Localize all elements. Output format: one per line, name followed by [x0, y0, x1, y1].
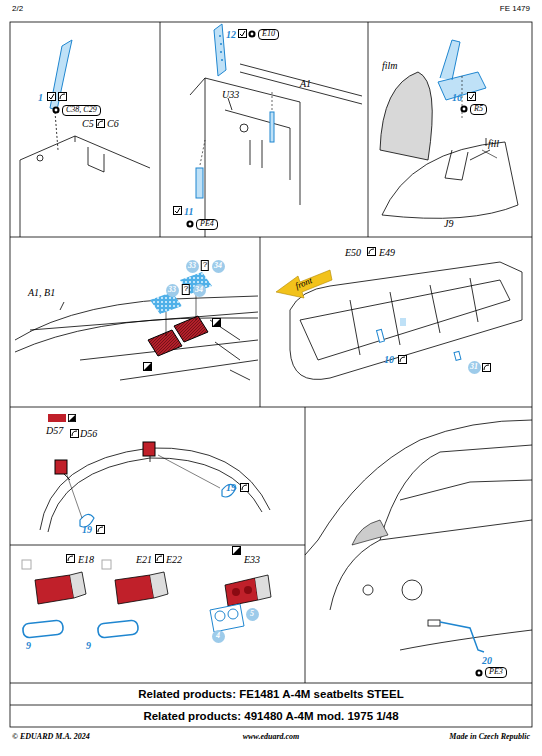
origin-note: Made in Czech Republic: [449, 733, 530, 742]
callout-number: 19: [226, 482, 236, 493]
part-name: A1: [300, 78, 311, 89]
part-reference-box: PE4: [196, 219, 218, 230]
part-name: E21: [136, 554, 152, 565]
note: film: [382, 60, 398, 71]
callout-circle: 34: [212, 260, 225, 273]
callout-circle: 5: [246, 608, 259, 621]
callout-circle: 33: [166, 284, 179, 297]
related-products-text: Related products: 491480 A-4M mod. 1975 …: [143, 710, 398, 723]
website: www.eduard.com: [243, 733, 300, 742]
part-name: D56: [80, 428, 97, 439]
part-name: E18: [78, 554, 94, 565]
unknown-mark: ?: [201, 260, 209, 271]
part-number: E10: [262, 29, 275, 38]
part-name: E33: [244, 554, 260, 565]
related-products-text: Related products: FE1481 A-4M seatbelts …: [138, 688, 403, 701]
part-number: 34: [195, 286, 203, 295]
part-name: E49: [379, 247, 395, 258]
callout-number: 19: [82, 524, 92, 535]
callout-circle: 34: [193, 284, 206, 297]
part-reference-box: R5: [470, 104, 487, 115]
part-name: A1, B1: [28, 287, 55, 298]
unknown-mark: ?: [182, 284, 190, 295]
callout-number: 9: [86, 640, 91, 651]
part-number: 31: [470, 363, 478, 372]
part-reference-box: E10: [258, 29, 279, 40]
part-number: 33: [168, 286, 176, 295]
part-number: PE4: [200, 219, 214, 228]
part-number: 5: [250, 610, 254, 619]
callout-number: 1: [38, 92, 43, 103]
part-number: 4: [216, 632, 220, 641]
copyright: © EDUARD M.A. 2024: [12, 733, 90, 742]
callout-circle: 4: [212, 630, 225, 643]
callout-number: 11: [184, 206, 193, 217]
note: fill: [488, 138, 499, 149]
part-reference-box: PE3: [485, 667, 507, 678]
related-products-band: Related products: FE1481 A-4M seatbelts …: [10, 683, 532, 705]
part-reference-box: C38, C29: [62, 105, 101, 116]
part-name: D57: [46, 425, 63, 436]
part-name: E22: [166, 554, 182, 565]
callout-number: 12: [226, 29, 236, 40]
part-number: 34: [214, 262, 222, 271]
sheet-code: FE 1479: [500, 5, 530, 14]
part-name: J9: [444, 218, 453, 229]
part-name: U33: [222, 89, 239, 100]
callout-number: 10: [384, 354, 394, 365]
part-number: PE3: [489, 667, 503, 676]
callout-number: 9: [26, 640, 31, 651]
related-products-band: Related products: 491480 A-4M mod. 1975 …: [10, 705, 532, 727]
part-name: C6: [107, 118, 119, 129]
part-number: R5: [474, 104, 483, 113]
callout-circle: 33: [186, 260, 199, 273]
callout-number: 16: [452, 92, 462, 103]
part-number: C38, C29: [66, 105, 97, 114]
part-number: 33: [188, 262, 196, 271]
part-name: C5: [82, 118, 94, 129]
part-name: E50: [345, 247, 361, 258]
callout-circle: 31: [468, 361, 481, 374]
page-number: 2/2: [12, 5, 23, 14]
callout-number: 20: [482, 655, 492, 666]
